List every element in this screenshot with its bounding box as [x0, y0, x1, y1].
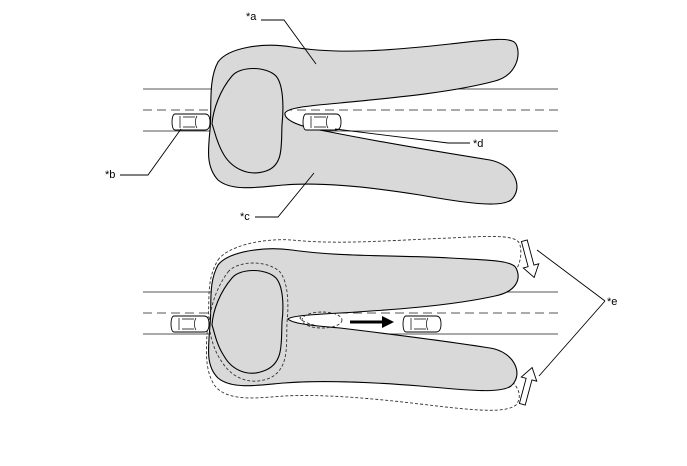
bottom-diagram: *e	[143, 236, 617, 411]
label-e: *e	[607, 296, 617, 308]
leader-c	[255, 172, 315, 218]
leader-b	[120, 128, 182, 176]
preceding-vehicle-car-icon	[302, 113, 342, 131]
preceding-vehicle-car-icon-2	[402, 315, 442, 333]
hollow-arrow-icon-upper	[520, 239, 540, 279]
top-diagram: *a *b *c *d	[105, 11, 558, 223]
leader-e	[536, 249, 606, 377]
own-vehicle-car-icon-2	[170, 315, 210, 333]
inner-light-boundary-2	[211, 269, 284, 374]
own-vehicle-car-icon	[171, 113, 211, 131]
leader-d	[334, 128, 470, 144]
label-c: *c	[240, 211, 250, 223]
label-b: *b	[105, 169, 115, 181]
leader-a	[261, 19, 317, 65]
previous-vehicle-position-dashed	[301, 311, 343, 329]
label-d: *d	[473, 138, 483, 150]
label-a: *a	[246, 11, 257, 23]
movement-arrow-icon	[350, 316, 394, 328]
light-distribution-area	[207, 38, 519, 205]
previous-inner-boundary-dashed	[208, 262, 289, 382]
inner-light-boundary	[211, 67, 284, 174]
hollow-arrow-icon-lower	[518, 366, 538, 406]
